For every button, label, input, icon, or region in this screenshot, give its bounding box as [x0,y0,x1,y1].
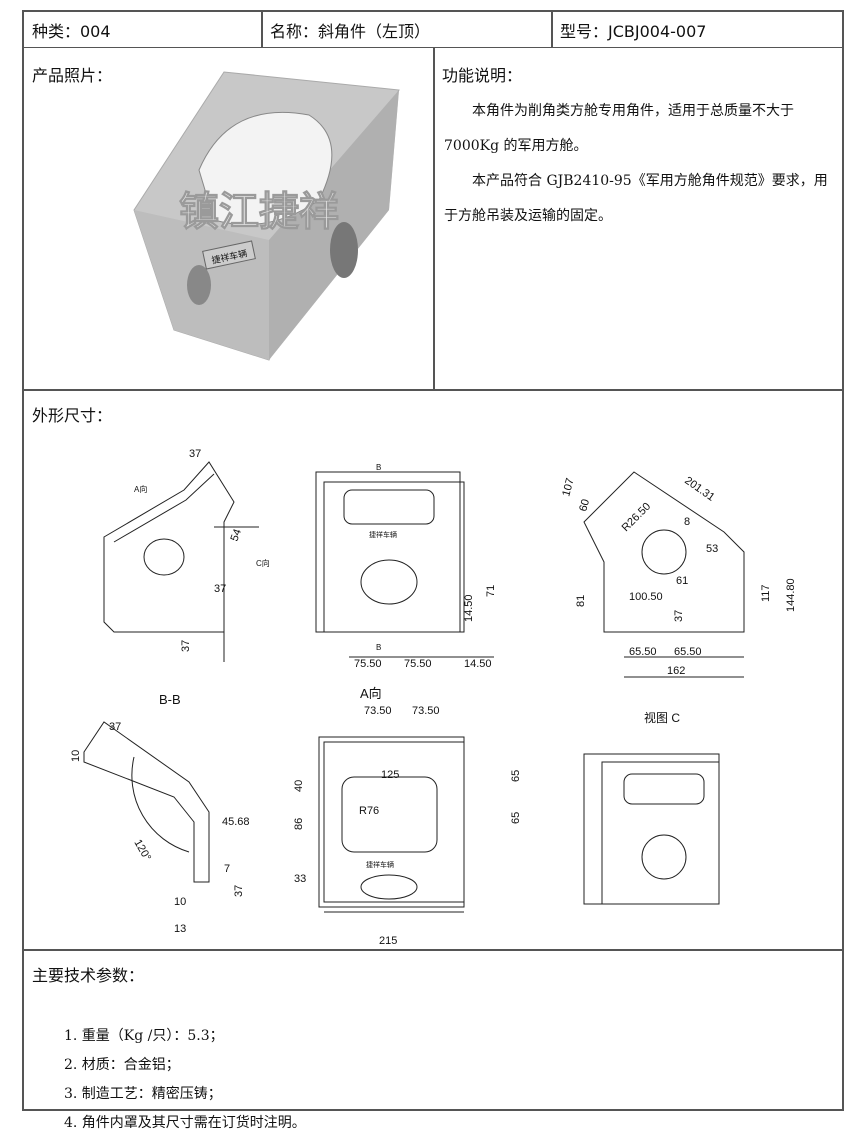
param-item: 1. 重量（Kg /只）：5.3； [64,1028,224,1044]
svg-text:53: 53 [706,543,718,555]
svg-text:C向: C向 [256,558,270,568]
dimensions-label: 外形尺寸： [32,406,113,425]
svg-text:45.68: 45.68 [222,816,250,828]
svg-text:捷祥车辆: 捷祥车辆 [366,860,394,869]
svg-text:65: 65 [510,770,522,782]
svg-text:40: 40 [293,780,305,792]
svg-text:120°: 120° [131,838,153,864]
param-item: 4. 角件内罩及其尺寸需在订货时注明。 [64,1115,306,1131]
svg-text:215: 215 [379,935,397,947]
svg-text:B: B [376,643,381,652]
svg-text:B-B: B-B [159,692,181,707]
watermark: 镇江捷祥 [179,190,339,234]
params-label: 主要技术参数： [32,966,145,985]
svg-text:37: 37 [180,640,192,652]
model-cell: 型号：JCBJ004-007 [552,12,842,48]
svg-text:86: 86 [293,818,305,830]
svg-text:37: 37 [109,721,121,733]
section-bb-drawing: B-B 37 10 45.68 120° 7 37 10 13 [70,692,250,935]
svg-text:125: 125 [381,769,399,781]
param-item: 2. 材质：合金铝； [64,1057,180,1073]
divider [433,48,435,390]
svg-text:75.50: 75.50 [404,658,432,670]
svg-text:10: 10 [70,750,82,762]
svg-text:144.80: 144.80 [785,578,797,612]
svg-text:37: 37 [673,610,685,622]
svg-text:60: 60 [577,498,592,513]
divider [551,12,553,48]
function-para-2: 本产品符合 GJB2410-95《军用方舱角件规范》要求，用于方舱吊装及运输的固… [444,173,828,224]
top-view-drawing: 201.31 107 60 R26.50 8 53 61 100.50 81 3… [560,471,797,678]
divider [261,12,263,48]
technical-drawings: 37 54 37 37 A向 C向 75.50 75.50 14.50 14.5… [70,448,797,947]
front-view-drawing: 75.50 75.50 14.50 14.50 71 B B 捷祥车辆 [315,463,497,670]
svg-text:B: B [376,463,381,472]
view-c-drawing: 视图 C [583,710,720,905]
svg-text:37: 37 [214,583,226,595]
svg-text:37: 37 [233,885,245,897]
svg-text:61: 61 [676,575,688,587]
svg-text:视图 C: 视图 C [644,710,680,725]
view-a-drawing: A向 73.50 73.50 125 40 86 R76 65 65 33 21… [293,686,522,947]
name-cell: 名称：斜角件（左顶） [262,12,552,48]
product-photo: 捷祥车辆 镇江捷祥 [133,71,400,361]
divider [24,949,842,951]
svg-text:73.50: 73.50 [412,705,440,717]
svg-text:14.50: 14.50 [463,594,475,622]
svg-text:201.31: 201.31 [682,475,716,504]
svg-text:162: 162 [667,665,685,677]
svg-text:107: 107 [560,477,576,498]
photo-label: 产品照片： [32,66,113,85]
svg-text:65.50: 65.50 [674,646,702,658]
svg-text:117: 117 [760,584,772,602]
svg-text:A向: A向 [134,484,147,494]
svg-text:10: 10 [174,896,186,908]
svg-text:13: 13 [174,923,186,935]
svg-text:71: 71 [485,585,497,597]
svg-text:33: 33 [294,873,306,885]
svg-text:捷祥车辆: 捷祥车辆 [369,530,397,539]
params-list: 1. 重量（Kg /只）：5.3； 2. 材质：合金铝； 3. 制造工艺：精密压… [64,1022,306,1138]
side-view-drawing: 37 54 37 37 A向 C向 [103,448,270,662]
category-cell: 种类：004 [24,12,262,48]
divider [24,389,842,391]
svg-text:100.50: 100.50 [629,591,663,603]
svg-text:37: 37 [189,448,201,460]
svg-text:R76: R76 [359,805,379,817]
param-item: 3. 制造工艺：精密压铸； [64,1086,222,1102]
svg-text:R26.50: R26.50 [620,501,654,535]
svg-text:65: 65 [510,812,522,824]
function-para-1: 本角件为削角类方舱专用角件，适用于总质量不大于7000Kg 的军用方舱。 [444,103,794,154]
svg-text:54: 54 [229,527,244,543]
spec-sheet: 种类：004 名称：斜角件（左顶） 型号：JCBJ004-007 产品照片： 捷… [22,10,844,1131]
svg-text:73.50: 73.50 [364,705,392,717]
svg-text:14.50: 14.50 [464,658,492,670]
svg-text:81: 81 [575,595,587,607]
svg-text:A向: A向 [360,686,382,701]
svg-text:65.50: 65.50 [629,646,657,658]
function-label: 功能说明： [442,66,523,85]
svg-text:7: 7 [224,863,230,875]
svg-text:8: 8 [684,516,690,528]
svg-text:75.50: 75.50 [354,658,382,670]
